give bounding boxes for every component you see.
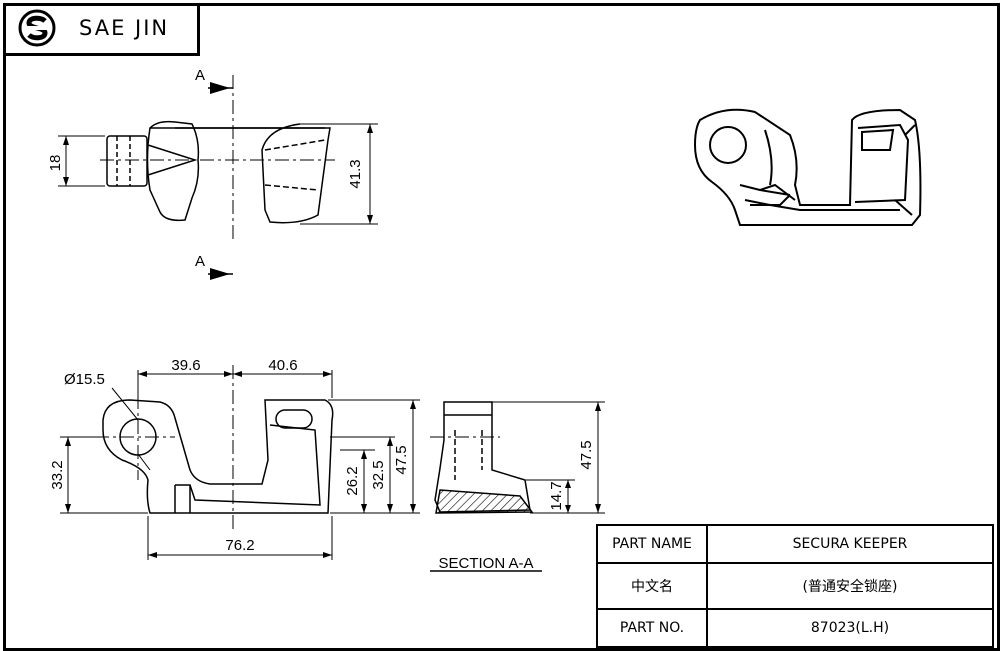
part-name-label: PART NAME [596, 524, 708, 564]
chinese-name-label: 中文名 [596, 561, 708, 611]
dim-total-width: 76.2 [225, 537, 254, 554]
sae-jin-logo-icon [18, 9, 56, 47]
dim-total-height: 47.5 [393, 445, 410, 474]
drawing-frame [3, 3, 1000, 651]
title-row-chinese-name: 中文名 (普通安全锁座) [596, 561, 994, 611]
dim-width-left: 39.6 [171, 357, 200, 374]
part-no-value: 87023(L.H) [706, 608, 994, 648]
top-view [58, 75, 378, 280]
brand-name: SAE JIN [79, 16, 170, 40]
header-logo-box: SAE JIN [3, 3, 200, 56]
title-row-part-name: PART NAME SECURA KEEPER [596, 524, 994, 564]
front-view [60, 365, 420, 560]
dim-section-low: 14.7 [548, 481, 565, 510]
section-view [430, 401, 605, 572]
chinese-name-value: (普通安全锁座) [706, 561, 994, 611]
part-name-value: SECURA KEEPER [706, 524, 994, 564]
title-block: PART NAME SECURA KEEPER 中文名 (普通安全锁座) PAR… [596, 524, 994, 648]
dim-height-left: 33.2 [49, 460, 66, 489]
dim-section-height: 47.5 [578, 440, 595, 469]
title-row-part-no: PART NO. 87023(L.H) [596, 608, 994, 648]
part-no-label: PART NO. [596, 608, 708, 648]
dim-inner-h2: 32.5 [370, 460, 387, 489]
dim-inner-h1: 26.2 [344, 466, 361, 495]
dim-top-height-left: 18 [47, 155, 64, 172]
dim-hole-dia: Ø15.5 [64, 371, 105, 388]
isometric-view [693, 108, 922, 226]
section-marker-top: A [195, 67, 205, 84]
dim-top-height-right: 41.3 [347, 159, 364, 188]
section-marker-bottom: A [195, 253, 205, 270]
section-label: SECTION A-A [438, 555, 533, 572]
dim-width-right: 40.6 [268, 357, 297, 374]
